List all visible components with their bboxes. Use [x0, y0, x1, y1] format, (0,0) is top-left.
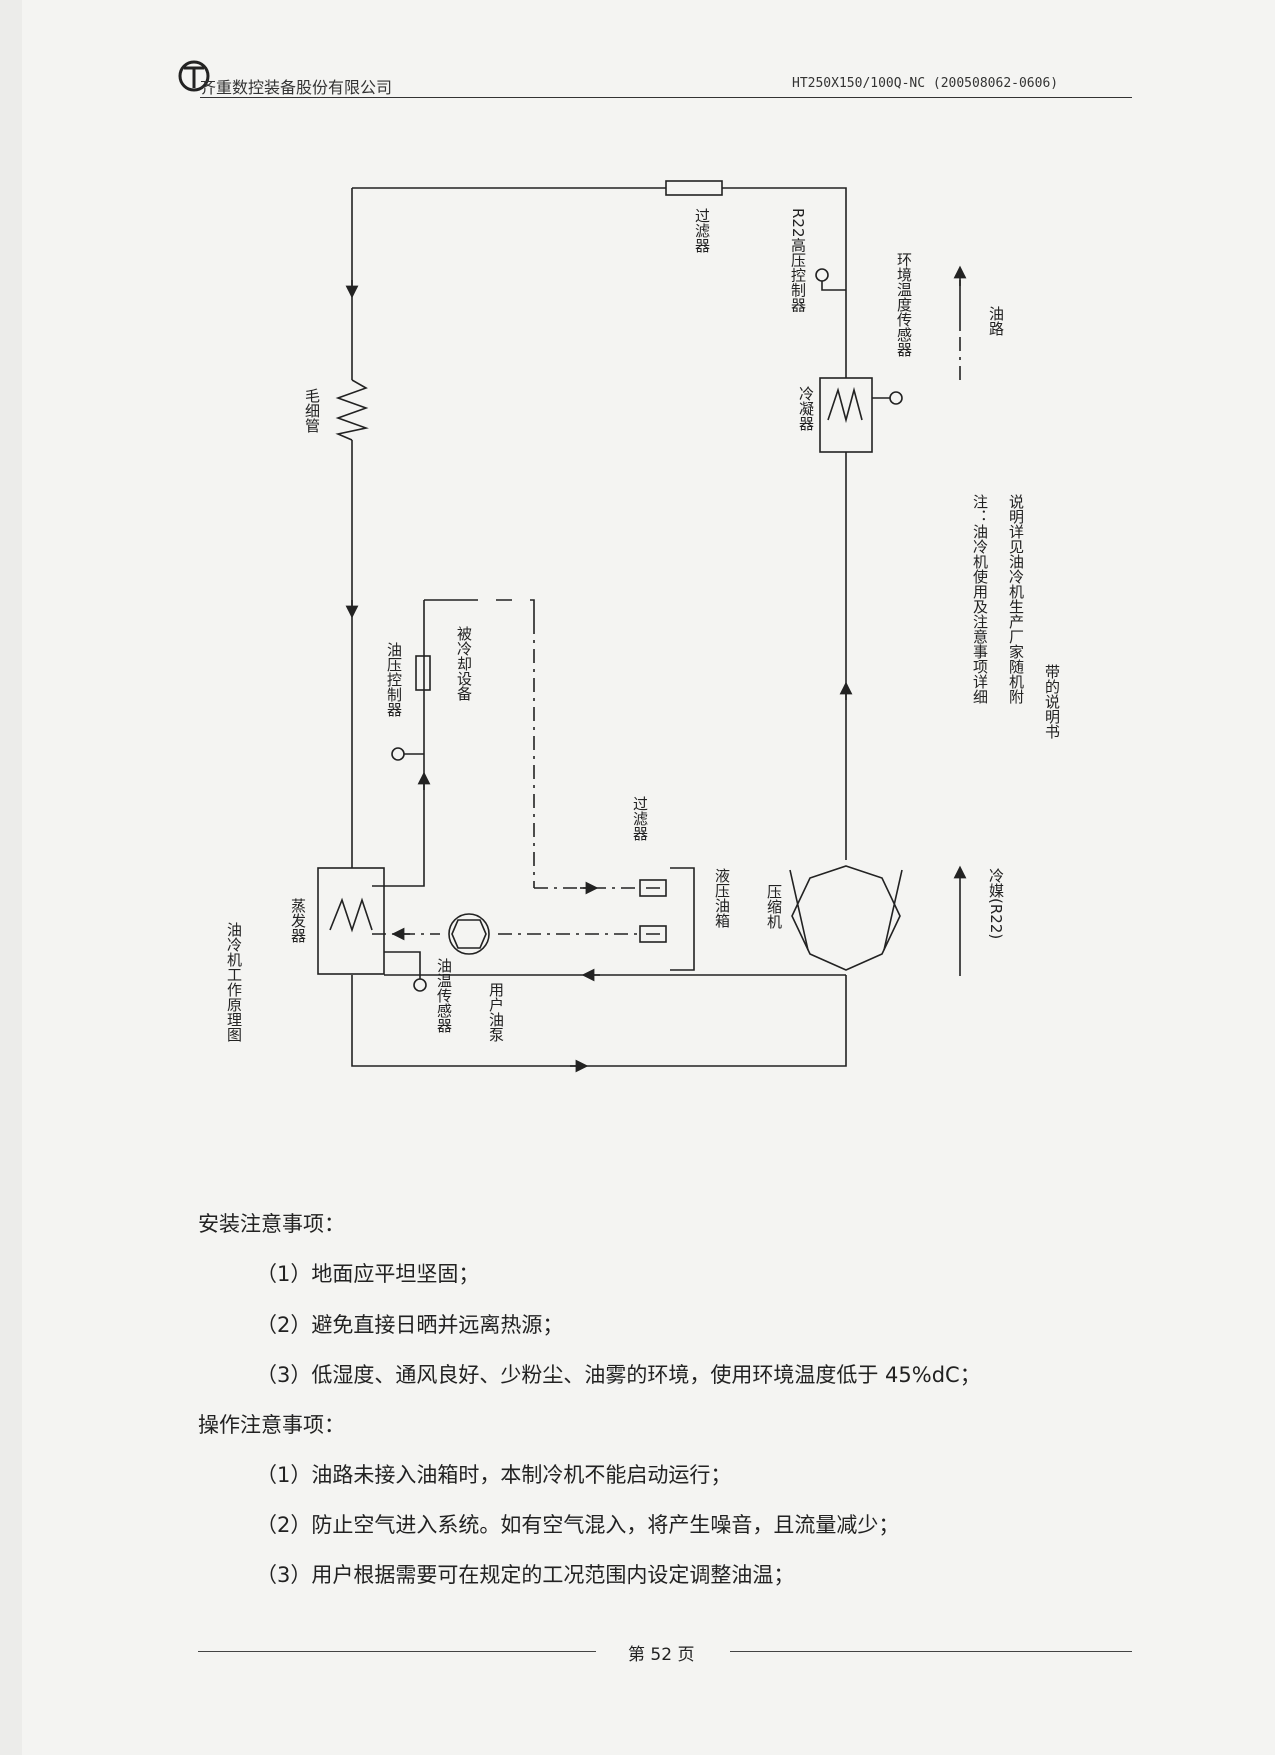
hydraulic-tank-bracket	[670, 867, 695, 971]
company-name: 齐重数控装备股份有限公司	[200, 78, 393, 97]
page-number: 第 52 页	[628, 1645, 695, 1665]
label-capillary: 毛细管	[303, 388, 321, 433]
note-line-3: 带的说明书	[1043, 664, 1061, 739]
user-oil-pump-symbol	[448, 913, 490, 955]
label-user-oil-pump: 用户油泵	[487, 982, 505, 1042]
evaporator-box	[317, 867, 385, 975]
label-compressor: 压缩机	[765, 884, 783, 930]
header-divider	[200, 97, 1132, 98]
tank-filter-1	[639, 879, 667, 897]
compressor-symbol	[791, 865, 901, 971]
condenser-box	[819, 377, 873, 453]
operation-item-3: （3）用户根据需要可在规定的工况范围内设定调整油温；	[256, 1563, 795, 1587]
label-condenser: 冷凝器	[797, 386, 815, 431]
r22-high-pressure-controller-symbol	[815, 268, 829, 282]
operation-heading: 操作注意事项：	[198, 1413, 345, 1437]
oil-line-up	[372, 600, 425, 887]
label-ambient-temp-sensor: 环境温度传感器	[895, 252, 913, 357]
label-oil-pressure-controller: 油压控制器	[385, 642, 403, 717]
install-item-1: （1）地面应平坦坚固；	[256, 1262, 480, 1286]
label-oil-path: 油路	[987, 306, 1005, 336]
oil-cooler-diagram: 过滤器 R22高压控制器 环境温度传感器 油路 冷凝器 毛细管 油压控制器 被冷…	[225, 180, 1061, 1073]
note-line-1: 注：油冷机使用及注意事项详细	[971, 494, 989, 704]
tank-filter-2	[639, 925, 667, 943]
footer-line-right	[730, 1651, 1132, 1652]
ambient-temp-sensor-symbol	[889, 391, 903, 405]
operation-item-2: （2）防止空气进入系统。如有空气混入，将产生噪音，且流量减少；	[256, 1513, 900, 1537]
oil-pressure-gauge-symbol	[391, 747, 405, 761]
diagram-title: 油冷机工作原理图	[225, 922, 243, 1042]
label-filter-bottom: 过滤器	[631, 796, 649, 841]
label-hydraulic-tank: 液压油箱	[713, 868, 731, 928]
label-r22-controller: R22高压控制器	[789, 208, 807, 313]
refrigerant-bottom-line	[351, 975, 847, 1067]
label-filter-top: 过滤器	[693, 208, 711, 253]
oil-line-top	[424, 599, 535, 620]
document-page	[22, 0, 1275, 1755]
install-item-3: （3）低湿度、通风良好、少粉尘、油雾的环境，使用环境温度低于 45%dC；	[256, 1363, 981, 1387]
label-oil-temp-sensor: 油温传感器	[435, 958, 453, 1033]
filter-top	[665, 180, 723, 196]
operation-item-1: （1）油路未接入油箱时，本制冷机不能启动运行；	[256, 1463, 732, 1487]
company-logo	[178, 60, 210, 92]
document-code: HT250X150/100Q-NC (200508062-0606)	[792, 76, 1059, 91]
capillary-zigzag	[335, 379, 369, 441]
oil-temp-sensor-symbol	[413, 978, 427, 992]
footer-line-left	[198, 1651, 596, 1652]
install-item-2: （2）避免直接日晒并远离热源；	[256, 1313, 564, 1337]
oil-pressure-controller-symbol	[415, 655, 431, 691]
install-heading: 安装注意事项：	[198, 1212, 345, 1236]
label-cooled-equipment: 被冷却设备	[455, 626, 473, 701]
note-line-2: 说明详见油冷机生产厂家随机附	[1007, 494, 1025, 705]
label-refrigerant: 冷媒(R22)	[987, 868, 1005, 939]
label-evaporator: 蒸发器	[289, 898, 307, 943]
refrigerant-top-line	[352, 187, 847, 378]
